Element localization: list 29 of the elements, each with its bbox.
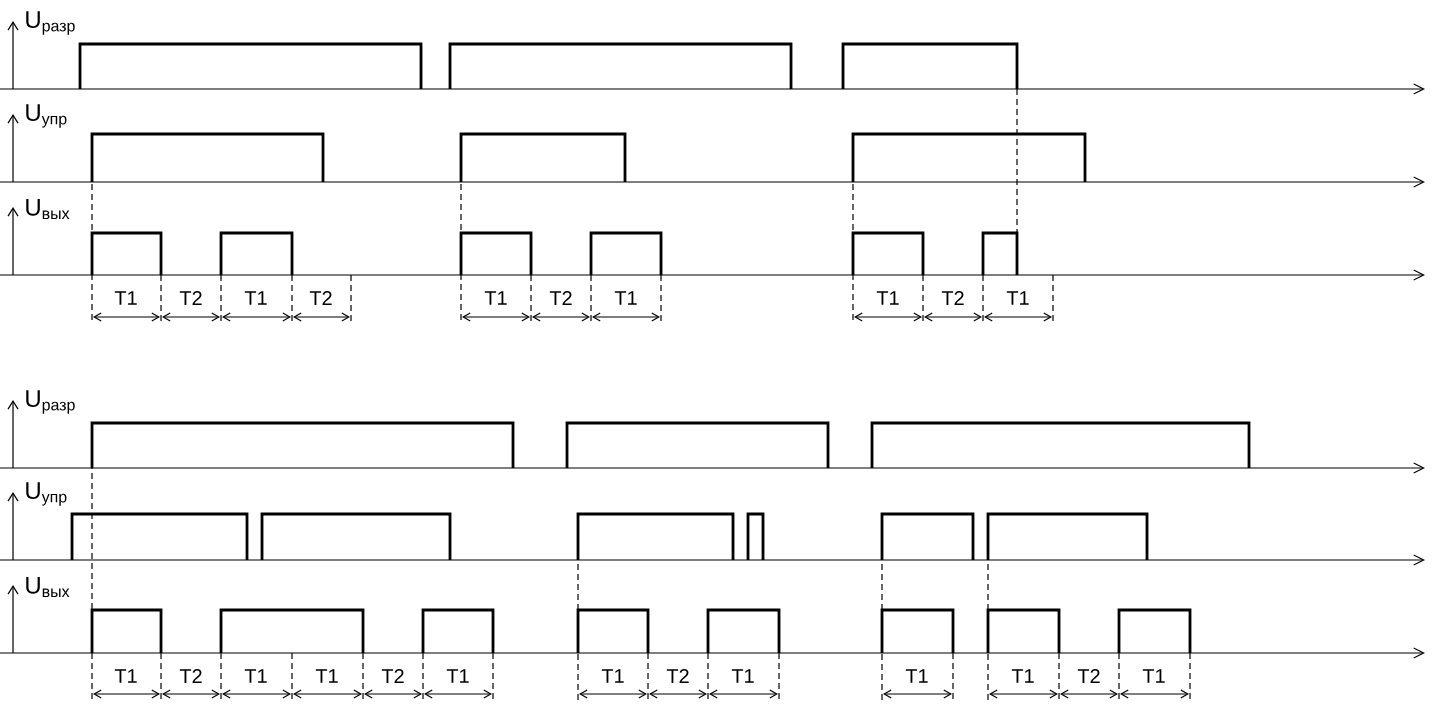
interval-label: T1 [601,669,624,683]
interval-label: T2 [666,669,689,683]
signal-name: U$_{разр}$ [26,390,75,414]
interval-label: T1 [876,291,899,305]
interval-label: T1 [1011,669,1034,683]
interval-label: T2 [309,291,332,305]
signal-name: U$_{упр}$ [26,482,67,506]
signal-name: U$_{разр}$ [26,11,75,35]
interval-label: T2 [941,291,964,305]
interval-label: T2 [179,669,202,683]
interval-label: T1 [244,669,267,683]
interval-label: T1 [905,669,928,683]
interval-label: T1 [446,669,469,683]
signal-name: U$_{вых}$ [26,577,70,597]
signal-name: U$_{вых}$ [26,199,70,219]
interval-label: T1 [614,291,637,305]
interval-label: T2 [179,291,202,305]
interval-label: T1 [731,669,754,683]
interval-label: T2 [549,291,572,305]
interval-label: T1 [1006,291,1029,305]
interval-label: T2 [1077,669,1100,683]
interval-label: T1 [315,669,338,683]
signal-name: U$_{упр}$ [26,104,67,128]
interval-label: T1 [1142,669,1165,683]
interval-label: T1 [484,291,507,305]
interval-label: T1 [244,291,267,305]
interval-label: T1 [114,291,137,305]
interval-label: T1 [114,669,137,683]
interval-label: T2 [381,669,404,683]
